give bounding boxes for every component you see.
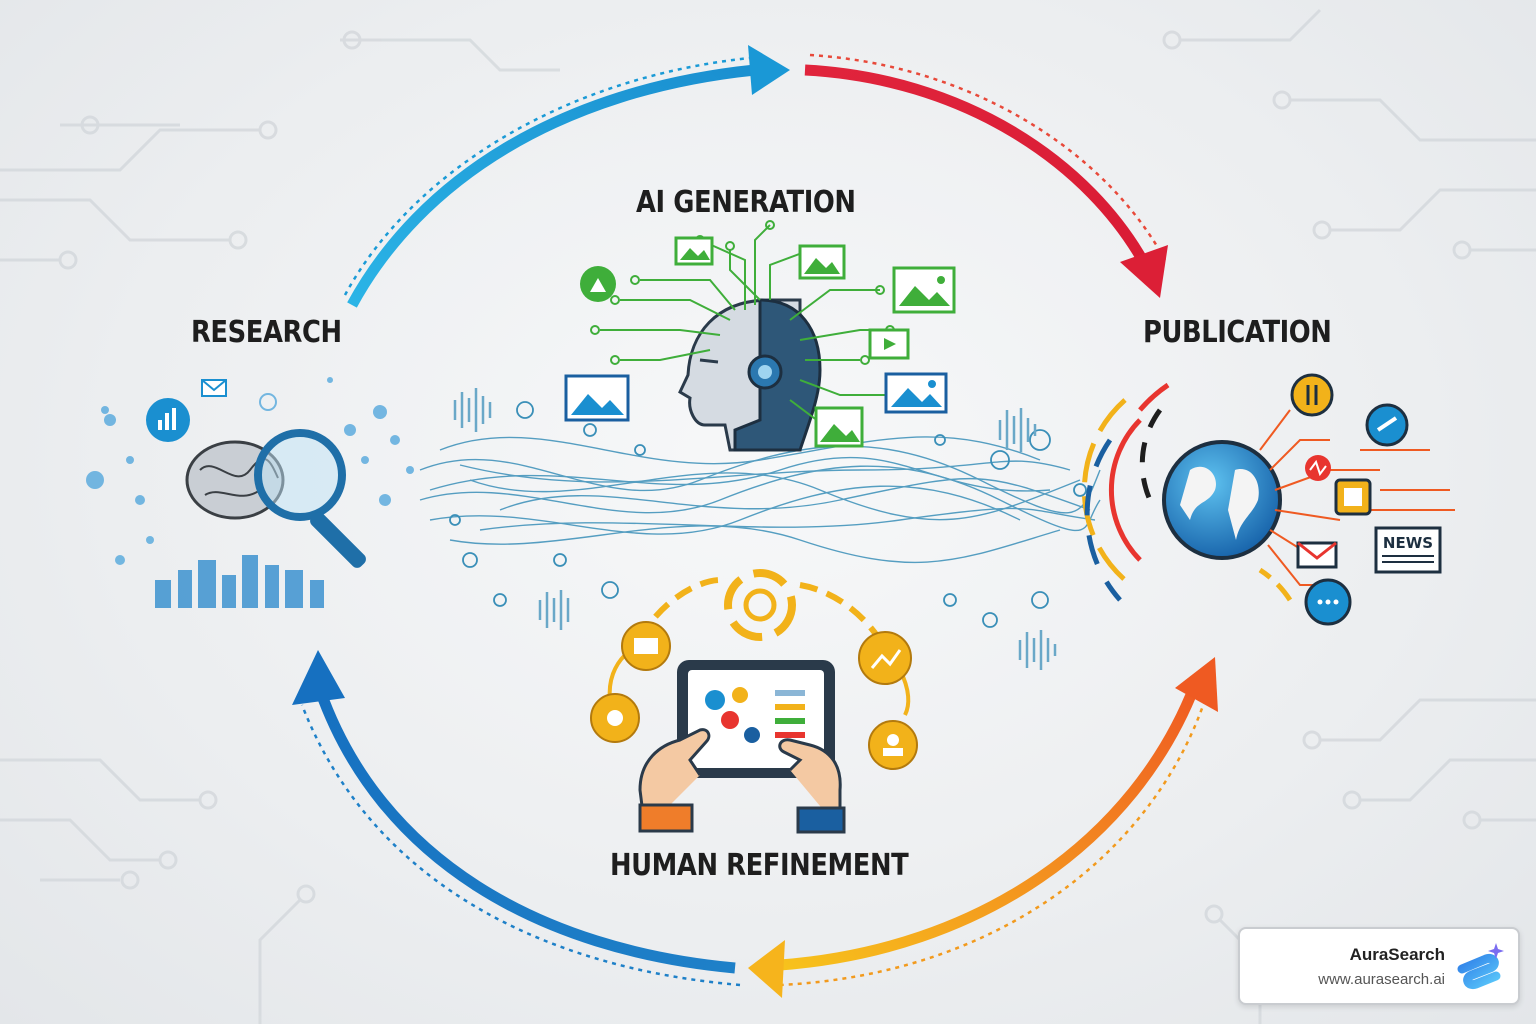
data-stream-network xyxy=(419,436,1101,564)
chat-chart-icon xyxy=(146,398,190,442)
browser-icon xyxy=(621,621,671,671)
image-card-icons xyxy=(564,236,956,448)
share-icon xyxy=(1365,403,1409,447)
arrow-head-bottom-right xyxy=(1175,657,1218,712)
aurasearch-logo-icon xyxy=(1457,943,1504,990)
video-icon xyxy=(1334,478,1372,516)
research-bar-chart xyxy=(155,555,324,608)
stage-label-ai-generation: AI GENERATION xyxy=(636,185,856,220)
research-particles xyxy=(86,377,414,565)
refresh-cycle-icon xyxy=(724,569,796,641)
user-group-icon xyxy=(868,720,918,770)
stage-label-publication: PUBLICATION xyxy=(1143,315,1332,350)
heartbeat-icon xyxy=(1305,455,1331,481)
chart-icon xyxy=(858,631,912,685)
newspaper-label: NEWS xyxy=(1383,534,1433,552)
mail-icon xyxy=(1296,541,1338,569)
brand-name: AuraSearch xyxy=(1349,945,1445,964)
settings-icon xyxy=(590,693,640,743)
tablet-with-hands-icon xyxy=(638,660,846,834)
lightbulb-icon xyxy=(1290,373,1334,417)
mail-icon xyxy=(201,379,227,397)
research-brain-magnifier-icon xyxy=(146,379,366,608)
publication-icons: NEWS xyxy=(1290,373,1442,626)
publication-globe-icon xyxy=(1081,382,1293,602)
ai-robot-head-icon xyxy=(678,298,822,452)
arrow-publication-to-human xyxy=(779,683,1201,971)
brand-url[interactable]: www.aurasearch.ai xyxy=(1318,971,1445,988)
stage-label-research: RESEARCH xyxy=(191,315,342,350)
human-refinement-icons xyxy=(590,569,918,770)
arrow-human-to-research xyxy=(314,688,736,974)
data-stream-nodes xyxy=(449,401,1087,628)
arrow-research-to-ai xyxy=(347,64,756,308)
arrow-head-bottom-center xyxy=(748,940,785,998)
chat-bubble-icon xyxy=(1304,578,1352,626)
cycle-arrows xyxy=(292,45,1218,998)
arrow-ai-to-publication xyxy=(804,64,1153,273)
waveform-bars xyxy=(453,388,1057,670)
newspaper-icon: NEWS xyxy=(1374,526,1442,574)
aurasearch-badge[interactable]: AuraSearch www.aurasearch.ai xyxy=(1238,927,1520,1005)
stage-label-human-refinement: HUMAN REFINEMENT xyxy=(610,848,909,883)
arrow-head-bottom-left xyxy=(292,650,345,705)
arrow-head-top-right xyxy=(1120,245,1168,298)
arrow-head-top-left xyxy=(748,45,790,95)
